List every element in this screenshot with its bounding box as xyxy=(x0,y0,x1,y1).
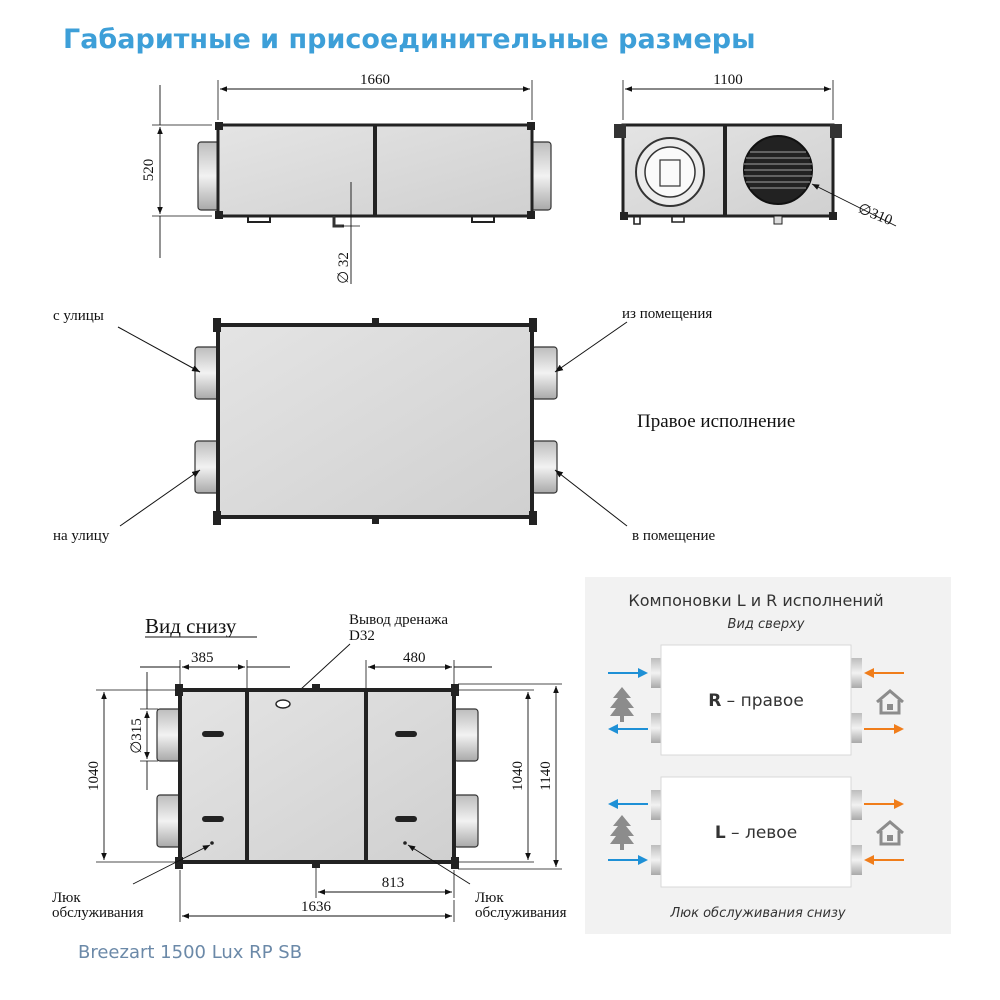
house-icon xyxy=(876,689,904,715)
arrow-orange-out-r xyxy=(864,724,904,734)
bottom-body xyxy=(178,688,456,864)
layout-l: L – левое xyxy=(608,776,904,888)
side-view: 1660 520 ∅ 32 xyxy=(141,72,552,284)
front-width-dim: 1100 xyxy=(713,72,742,88)
hatch-left-1: Люк xyxy=(52,890,81,906)
label-from-street: с улицы xyxy=(53,308,104,324)
tree-icon xyxy=(610,687,634,722)
bottom-view: Вид снизу Вывод дренажа D32 xyxy=(52,612,567,922)
arrow-blue-out-l xyxy=(608,799,648,809)
model-name: Breezart 1500 Lux RP SB xyxy=(78,942,303,963)
arrow-blue-out-r xyxy=(608,724,648,734)
house-icon xyxy=(876,820,904,846)
execution-label: Правое исполнение xyxy=(637,411,795,432)
bottom-dim-height-outer: 1140 xyxy=(538,761,554,790)
layouts-footer: Люк обслуживания снизу xyxy=(669,906,846,921)
arrow-orange-in-r xyxy=(864,668,904,678)
drain-dim: ∅ 32 xyxy=(336,252,352,284)
layouts-title: Компоновки L и R исполнений xyxy=(628,591,883,610)
layouts-subtitle: Вид сверху xyxy=(728,617,805,632)
side-height-dim: 520 xyxy=(141,159,157,182)
bottom-dim-813: 813 xyxy=(382,875,405,891)
label-from-room: из помещения xyxy=(622,306,712,322)
hatch-left-2: обслуживания xyxy=(52,905,144,921)
tree-icon xyxy=(610,815,634,850)
bottom-dim-left: 385 xyxy=(191,650,214,666)
label-to-room: в помещение xyxy=(632,528,715,544)
drain-label-1: Вывод дренажа xyxy=(349,612,448,628)
arrow-blue-in-r xyxy=(608,668,648,678)
front-view: 1100 ∅310 xyxy=(614,72,897,229)
layout-r-label: R – правое xyxy=(708,691,804,711)
bottom-dim-height-inner: 1040 xyxy=(510,761,526,791)
bottom-dim-duct: ∅315 xyxy=(129,718,145,754)
bottom-view-title: Вид снизу xyxy=(145,614,237,638)
side-width-dim: 1660 xyxy=(360,72,390,88)
bottom-dim-total: 1636 xyxy=(301,899,332,915)
layout-l-label: L – левое xyxy=(715,823,797,843)
arrow-orange-out-l xyxy=(864,799,904,809)
layouts-panel: Компоновки L и R исполнений Вид сверху R… xyxy=(585,577,951,934)
duct-dim: ∅310 xyxy=(856,201,895,229)
arrow-blue-in-l xyxy=(608,855,648,865)
label-to-street: на улицу xyxy=(53,528,110,544)
hatch-right-2: обслуживания xyxy=(475,905,567,921)
bottom-dim-height-left: 1040 xyxy=(86,761,102,791)
page-title: Габаритные и присоединительные размеры xyxy=(63,24,756,55)
top-view: с улицы на улицу из помещения в помещени… xyxy=(53,306,795,544)
bottom-dim-right: 480 xyxy=(403,650,426,666)
layout-r: R – правое xyxy=(608,644,904,756)
hatch-right-1: Люк xyxy=(475,890,504,906)
arrow-orange-in-l xyxy=(864,855,904,865)
drain-label-2: D32 xyxy=(349,628,375,644)
top-body xyxy=(216,323,534,519)
